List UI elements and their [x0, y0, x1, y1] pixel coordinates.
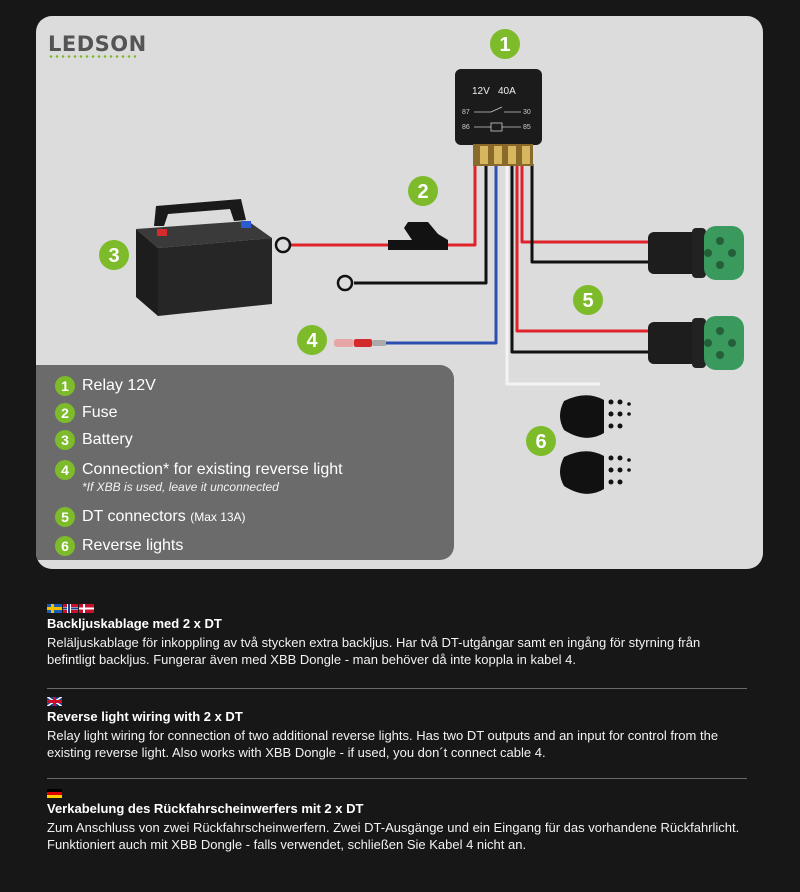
dt-connector-1	[648, 226, 744, 280]
fuse-holder	[388, 222, 448, 250]
legend-number: 5	[55, 507, 75, 527]
reverse-light-2	[560, 451, 631, 494]
legend-label: Reverse lights	[82, 537, 184, 554]
callout-connection-number: 4	[306, 330, 318, 352]
legend-label: Battery	[82, 431, 133, 448]
flags-uk	[47, 697, 747, 706]
legend-number: 4	[55, 460, 75, 480]
dt1-red-wire	[520, 164, 648, 244]
callout-battery-number: 3	[108, 245, 119, 267]
flag-se-icon	[47, 604, 62, 613]
battery-ring-terminal	[274, 236, 292, 254]
legend-label: DT connectors	[82, 508, 186, 525]
callout-dt-connectors-number: 5	[582, 290, 593, 312]
flags-se-no-dk	[47, 604, 747, 613]
section-english: Reverse light wiring with 2 x DT Relay l…	[47, 697, 747, 761]
dt2-red-wire	[515, 164, 648, 333]
relay-pin-30: 30	[523, 109, 531, 116]
ground-ring-terminal	[336, 274, 354, 292]
relay-pin-85: 85	[523, 124, 531, 131]
relay-pin-87: 87	[462, 109, 470, 116]
callout-relay-number: 1	[499, 34, 510, 56]
callout-battery: 3	[99, 240, 129, 270]
legend-label: Connection* for existing reverse light	[82, 461, 343, 478]
input-wire	[386, 164, 498, 345]
callout-reverse-lights-number: 6	[535, 431, 546, 453]
reverse-light-1	[560, 395, 631, 438]
legend-item-reverse-lights: 6 Reverse lights	[55, 536, 183, 556]
section-german: Verkabelung des Rückfahrscheinwerfers mi…	[47, 789, 747, 853]
legend-number: 6	[55, 536, 75, 556]
wiring-diagram: 12V 40A 87 30 86 85	[99, 29, 744, 494]
dt2-black-wire	[510, 164, 648, 354]
legend-note: *If XBB is used, leave it unconnected	[82, 480, 279, 494]
callout-dt-connectors: 5	[573, 285, 603, 315]
flag-no-icon	[63, 604, 78, 613]
ground-wire	[354, 164, 488, 285]
section-body: Relay light wiring for connection of two…	[47, 728, 719, 760]
legend-item-connection: 4 Connection* for existing reverse light…	[55, 460, 343, 494]
section-scandinavian: Backljuskablage med 2 x DT Reläljuskabla…	[47, 604, 747, 668]
legend-label: Fuse	[82, 404, 118, 421]
callout-reverse-lights: 6	[526, 426, 556, 456]
wires	[274, 164, 648, 386]
divider	[47, 778, 747, 779]
legend-number: 1	[55, 376, 75, 396]
white-wire	[505, 164, 600, 386]
relay-voltage: 12V	[472, 86, 490, 97]
legend-item-relay: 1 Relay 12V	[55, 376, 156, 396]
callout-fuse: 2	[408, 176, 438, 206]
flag-de-icon	[47, 789, 62, 798]
flag-uk-icon	[47, 697, 62, 706]
section-body: Zum Anschluss von zwei Rückfahrscheinwer…	[47, 820, 740, 852]
legend: 1 Relay 12V 2 Fuse 3 Battery 4 Connectio…	[36, 365, 454, 560]
legend-number: 3	[55, 430, 75, 450]
flags-de	[47, 789, 747, 798]
brand-logo-dots	[48, 55, 136, 58]
dt1-black-wire	[530, 164, 648, 264]
legend-item-battery: 3 Battery	[55, 430, 133, 450]
legend-number: 2	[55, 403, 75, 423]
flag-dk-icon	[79, 604, 94, 613]
callout-fuse-number: 2	[417, 181, 428, 203]
section-body: Reläljuskablage för inkoppling av två st…	[47, 635, 701, 667]
fuse-to-relay-wire	[448, 164, 477, 247]
relay-current: 40A	[498, 86, 516, 97]
legend-small: (Max 13A)	[190, 510, 246, 524]
legend-item-dt-connectors: 5 DT connectors (Max 13A)	[55, 507, 246, 527]
legend-label: Relay 12V	[82, 377, 156, 394]
diagram-panel: 12V 40A 87 30 86 85	[36, 16, 763, 569]
relay-pin-86: 86	[462, 124, 470, 131]
section-title: Reverse light wiring with 2 x DT	[47, 709, 243, 724]
input-connector	[334, 339, 386, 347]
divider	[47, 688, 747, 689]
callout-connection: 4	[297, 325, 327, 355]
brand-logo: LEDSON	[48, 32, 147, 56]
dt-connector-2	[648, 316, 744, 370]
relay: 12V 40A 87 30 86 85	[455, 69, 542, 166]
callout-relay: 1	[490, 29, 520, 59]
section-title: Backljuskablage med 2 x DT	[47, 616, 222, 631]
battery	[136, 199, 272, 316]
legend-item-fuse: 2 Fuse	[55, 403, 118, 423]
section-title: Verkabelung des Rückfahrscheinwerfers mi…	[47, 801, 364, 816]
